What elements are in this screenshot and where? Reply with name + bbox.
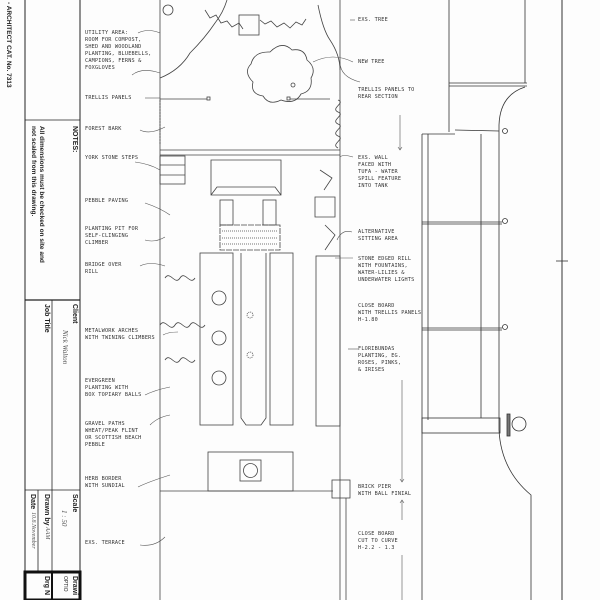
topiary-ball [211,290,227,306]
shed [238,14,260,36]
date-heading: Date [29,494,36,510]
drawn-by-value: AAM [44,527,50,540]
existing-tree-icon [162,4,174,16]
scale-value: 1 : 50 [60,510,68,527]
label-forest-bark: FOREST BARK [85,126,122,132]
sundial-icon [243,463,258,478]
label-herb-border: HERB BORDER WITH SUNDIAL [85,476,125,489]
notes-heading: NOTES: [71,126,78,153]
ball-finial-icon [511,416,527,432]
label-planting-pit: PLANTING PIT FOR SELF-CLINGING CLIMBER [85,226,139,246]
garden-boundaries [159,0,351,600]
label-gravel-paths: GRAVEL PATHS WHEAT/PEAK FLINT OR SCOTTIS… [85,421,142,448]
trellis-panels [159,96,341,149]
york-stone-steps [159,155,186,185]
label-exs-terrace: EXS. TERRACE [85,540,125,546]
pavilion-and-rill-head [210,159,336,251]
label-new-tree: NEW TREE [358,59,385,65]
notes-line-2: not scaled from this drawing. [30,126,37,217]
sitting-area [314,169,336,251]
catalogue-number: - ARCHITECT CAT. No. 7313 [5,2,12,88]
planting-beds [159,252,341,492]
trees [159,0,341,103]
label-trellis-panels: TRELLIS PANELS [85,95,132,101]
sundial [239,459,262,482]
client-heading: Client [71,304,78,324]
new-tree-icon [290,82,296,88]
label-pebble-paving: PEBBLE PAVING [85,198,129,204]
client-value: Nick Walton [61,330,69,365]
label-trellis-rear: TRELLIS PANELS TO REAR SECTION [358,87,415,100]
label-evergreen-planting: EVERGREEN PLANTING WITH BOX TOPIARY BALL… [85,378,142,398]
drg-no-heading: Drg N [43,576,50,596]
label-exs-wall: EXS. WALL FACED WITH TUFA - WATER SPILL … [358,155,402,189]
new-tree-canopy [159,0,341,103]
notes-line-1: All dimensions must be checked on site a… [38,126,45,263]
leader-lines [131,19,405,600]
woodland-canopy [204,9,307,30]
rill [240,253,267,426]
herb-border [207,451,294,492]
label-metalwork-arches: METALWORK ARCHES WITH TWINING CLIMBERS [85,328,155,341]
date-value: 10.8.November [30,512,36,549]
drawn-by-heading: Drawn by [43,494,50,526]
label-stone-edged-rill: STONE EDGED RILL WITH FOUNTAINS, WATER-L… [358,256,415,283]
scale-heading: Scale [71,494,78,513]
fountain-icon [246,351,254,359]
house-and-conservatory [421,0,568,600]
fountain-icon [246,311,254,319]
label-floribundas: FLORIBUNDAS PLANTING, EG. ROSES, PINKS, … [358,346,402,373]
metalwork-arches [159,275,206,363]
label-york-stone-steps: YORK STONE STEPS [85,155,139,161]
title-block-frame [23,0,82,600]
finial-icon [502,324,508,330]
label-exs-tree: EXS. TREE [358,17,388,23]
job-title-heading: Job Title [43,304,50,333]
finial-icon [502,218,508,224]
label-utility-area: UTILITY AREA: ROOM FOR COMPOST, SHED AND… [85,30,152,71]
drawing-value: OPTIO [62,576,68,592]
label-close-board-trellis: CLOSE BOARD WITH TRELLIS PANELS H-1.80 [358,303,422,323]
drawing-heading: Drawi [71,576,78,596]
brick-pier [331,479,351,499]
label-bridge-over-rill: BRIDGE OVER RILL [85,262,122,275]
label-alternative-sitting: ALTERNATIVE SITTING AREA [358,229,398,242]
topiary-ball [211,370,227,386]
label-close-board-curve: CLOSE BOARD CUT TO CURVE H-2.2 - 1.3 [358,531,398,551]
topiary-ball [211,330,227,346]
label-brick-pier: BRICK PIER WITH BALL FINIAL [358,484,412,497]
finial-icon [502,128,508,134]
